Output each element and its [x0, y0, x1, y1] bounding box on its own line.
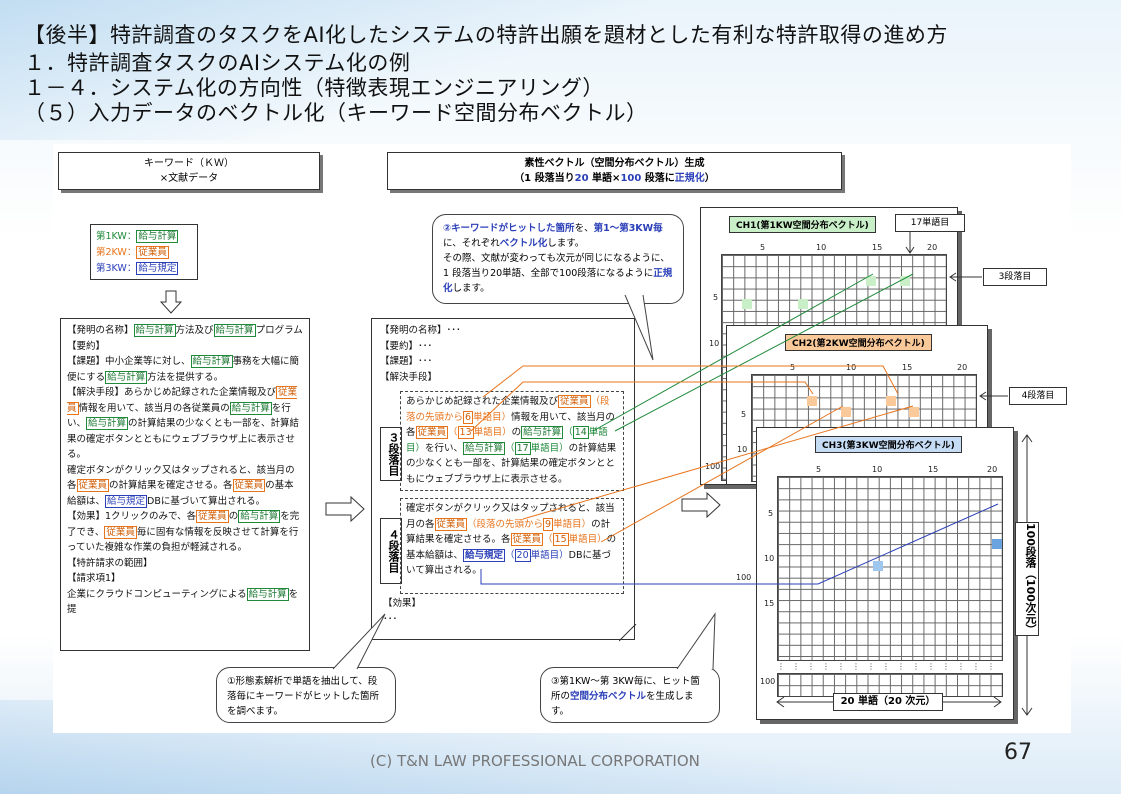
- mapping-line-kw2: [523, 406, 913, 519]
- mapping-line-kw1: [615, 274, 913, 431]
- copyright-footer: (C) T&N LAW PROFESSIONAL CORPORATION: [370, 752, 700, 770]
- diagram-canvas: キーワード（ＫＷ） ×文献データ 素性ベクトル（空間分布ベクトル）生成 （1 段…: [53, 144, 1071, 733]
- section-heading-3: （５）入力データのベクトル化（キーワード空間分布ベクトル）: [24, 97, 648, 127]
- mapping-lines: [53, 144, 1071, 733]
- mapping-line-kw1: [593, 274, 873, 431]
- mapping-line-kw2: [601, 406, 843, 542]
- slide-title: 【後半】特許調査のタスクをAI化したシステムの特許出願を題材とした有利な特許取得…: [24, 19, 948, 49]
- mapping-line-kw2: [471, 382, 813, 431]
- mapping-line-kw3: [481, 504, 998, 584]
- page-number: 67: [1004, 740, 1032, 765]
